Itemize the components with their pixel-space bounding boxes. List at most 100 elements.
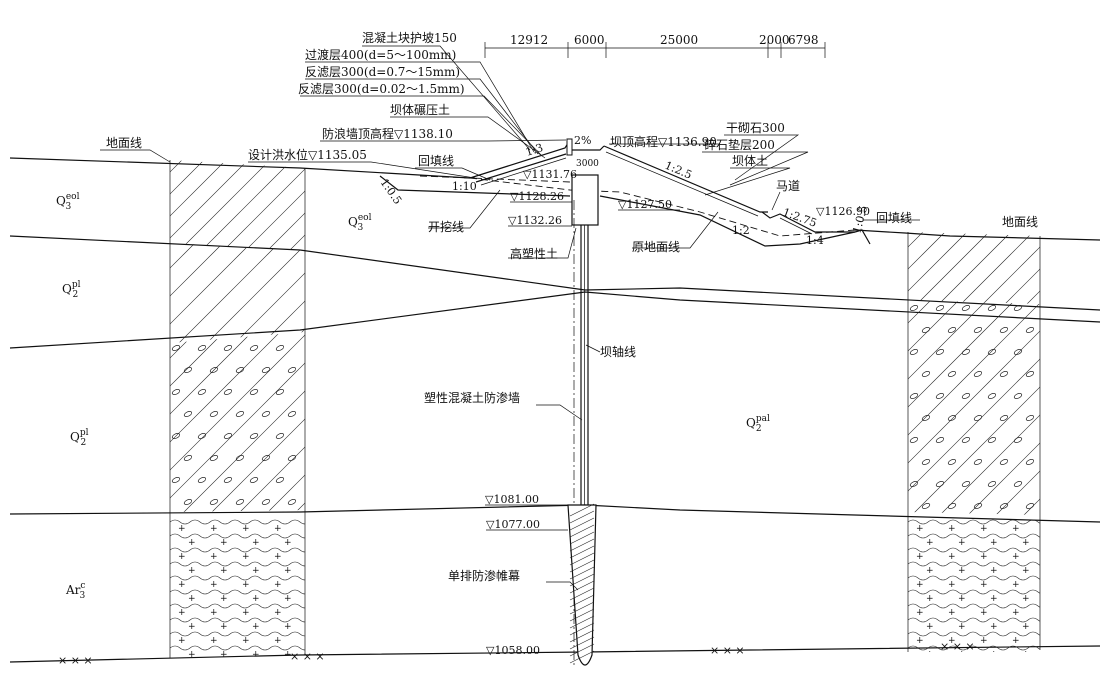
curtain-hatch-line (569, 650, 595, 664)
dim-crest-width: 3000 (576, 159, 599, 169)
plus-mark: + (274, 552, 282, 562)
elevation-labels: ▽1131.76 ▽1128.26 ▽1132.26 ▽1127.50 ▽112… (485, 168, 870, 657)
plus-mark: + (948, 636, 956, 646)
pebble-mark (973, 415, 983, 421)
core-block (571, 174, 599, 226)
wave-mark (170, 519, 305, 525)
wave-mark (170, 645, 305, 651)
curtain-hatch-line (569, 538, 595, 552)
hatch-line (259, 332, 305, 512)
pebble-mark (235, 367, 245, 373)
hatch-q2-right (908, 300, 1040, 515)
curtain-hatch-line (569, 531, 595, 545)
pebble-mark (261, 499, 271, 505)
pebble-mark (961, 305, 971, 311)
wave-mark (170, 561, 305, 567)
leader-cutoff-wall (536, 404, 583, 421)
plus-mark: + (284, 538, 292, 548)
plus-mark: + (252, 538, 260, 548)
hatch-line (908, 300, 1040, 515)
hatch-line (227, 243, 305, 343)
plus-mark: + (178, 524, 186, 534)
pebble-mark (235, 499, 245, 505)
pebble-mark (275, 433, 285, 439)
plus-mark: + (926, 622, 934, 632)
elev-1081-00: ▽1081.00 (485, 493, 539, 506)
slope-1-2: 1:2 (732, 224, 750, 237)
elev-1126-90: ▽1126.90 (816, 205, 870, 218)
pebble-mark (223, 389, 233, 395)
pebble-mark (1013, 305, 1023, 311)
hatch-line (255, 243, 305, 343)
hatch-line (976, 232, 1040, 304)
plus-mark: + (1022, 650, 1030, 660)
slope-2pct: 2% (574, 134, 591, 147)
curtain-hatch-line (569, 629, 595, 643)
dim-12912: 12912 (510, 33, 548, 47)
curtain-hatch-line (569, 510, 595, 524)
pebble-mark (275, 345, 285, 351)
label-berm: 马道 (776, 179, 800, 193)
crest (572, 145, 605, 151)
hatch-line (962, 300, 1040, 515)
hatch-line (170, 160, 259, 250)
downstream-slope-1-inner (605, 151, 759, 217)
pebble-mark (973, 327, 983, 333)
plus-mark: + (252, 594, 260, 604)
slope-1-2-75: 1:2.75 (781, 206, 819, 230)
pebble-mark (999, 327, 1009, 333)
plus-mark: + (1022, 566, 1030, 576)
pebble-mark (909, 437, 919, 443)
hatch-line (170, 243, 199, 343)
hatch-line (934, 300, 1040, 515)
slope-1-4: 1:4 (806, 234, 824, 247)
wave-mark (908, 561, 1040, 567)
curtain-hatch-line (569, 573, 595, 587)
curtain-hatch-line (569, 622, 595, 636)
hatch-line (170, 332, 305, 512)
plus-mark: + (916, 524, 924, 534)
pebble-mark (209, 367, 219, 373)
plus-mark: + (210, 636, 218, 646)
hatch-line (235, 160, 305, 250)
pebble-mark (1013, 349, 1023, 355)
wave-mark (908, 631, 1040, 637)
plus-mark: + (948, 524, 956, 534)
plus-mark: + (178, 636, 186, 646)
label-cutoff-wall: 塑性混凝土防渗墙 (424, 390, 520, 405)
hatch-line (170, 243, 227, 343)
hatch-line (191, 160, 303, 250)
leader-excavation (428, 189, 501, 229)
leader-filter2 (300, 95, 543, 157)
leader-gravel (702, 151, 809, 186)
plus-mark: + (926, 538, 934, 548)
pebble-mark (947, 327, 957, 333)
hatch-line (908, 232, 975, 304)
hatch-line (170, 332, 283, 512)
hatch-line (908, 300, 1040, 515)
label-grout-curtain: 单排防渗帷幕 (448, 568, 520, 583)
hatch-line (1020, 232, 1040, 304)
plus-mark: + (1022, 622, 1030, 632)
leader-berm (771, 191, 781, 211)
plus-mark: + (284, 650, 292, 660)
pebble-mark (209, 455, 219, 461)
pebble-mark (947, 503, 957, 509)
backfill-dashed (419, 175, 571, 183)
plus-mark: + (958, 622, 966, 632)
pebble-mark (287, 367, 297, 373)
plus-mark: + (1022, 594, 1030, 604)
pebble-mark (249, 433, 259, 439)
plus-mark: + (220, 594, 228, 604)
bottom-markers: × × × × × × × × × × × × (58, 640, 975, 667)
hatch-line (910, 232, 997, 304)
slope-1-3: 1:3 (524, 141, 545, 159)
elev-1077-00: ▽1077.00 (486, 518, 540, 531)
label-backfill-right: 回填线 (876, 211, 912, 225)
hatch-line (170, 160, 215, 250)
plus-mark: + (958, 538, 966, 548)
leader-original-ground (632, 211, 719, 249)
pebble-mark (287, 455, 297, 461)
